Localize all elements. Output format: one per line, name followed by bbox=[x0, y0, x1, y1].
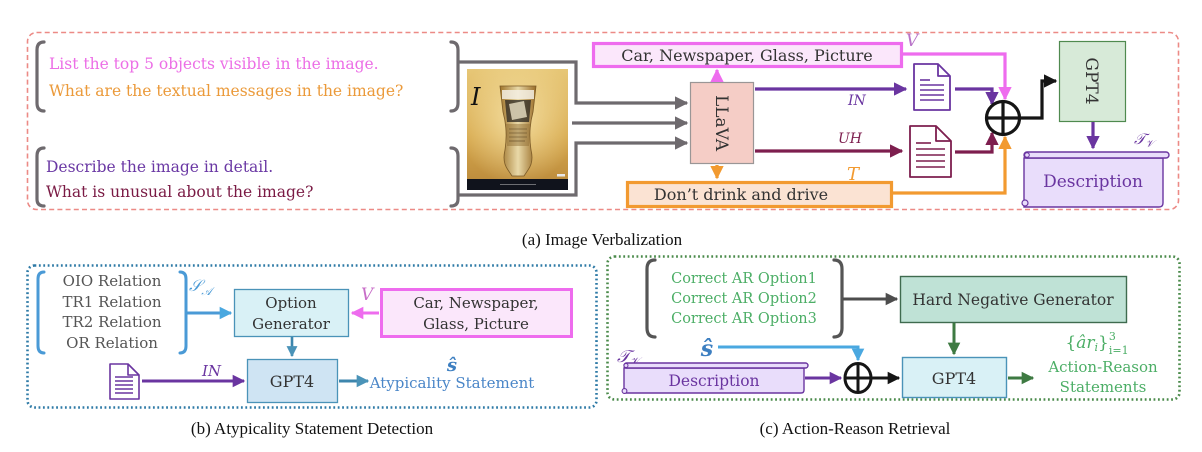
description-label: Description bbox=[668, 372, 759, 390]
gpt4-label: GPT4 bbox=[270, 372, 314, 391]
prompt-group-1: List the top 5 objects visible in the im… bbox=[35, 40, 460, 113]
objects-text-line2: Glass, Picture bbox=[423, 315, 529, 333]
description-scroll: Description 𝒯𝒱 bbox=[1021, 130, 1170, 208]
gpt4-model-box: GPT4 bbox=[1058, 40, 1127, 123]
gpt4-label: GPT4 bbox=[932, 369, 976, 388]
panel-a-border bbox=[26, 31, 1180, 211]
concatenate-icon bbox=[843, 362, 873, 394]
correct-option-item: Correct AR Option1 bbox=[671, 271, 817, 287]
objects-symbol-v: V bbox=[906, 31, 920, 51]
atypicality-symbol: ŝ bbox=[446, 355, 457, 376]
hard-negative-generator-box: Hard Negative Generator bbox=[899, 275, 1128, 324]
gpt4-model-box: GPT4 bbox=[246, 358, 339, 404]
arrow-concat-to-gpt4 bbox=[1020, 74, 1058, 120]
objects-text: Car, Newspaper, Glass, Picture bbox=[621, 46, 873, 65]
description-label: Description bbox=[1043, 172, 1143, 192]
gpt4-model-box: GPT4 bbox=[901, 356, 1008, 399]
connector-text-to-concat bbox=[893, 135, 1012, 195]
panel-b-border bbox=[26, 264, 598, 409]
right-bracket bbox=[449, 40, 460, 113]
description-scroll: Description bbox=[621, 362, 809, 394]
connector-prompts2-to-llava bbox=[458, 136, 689, 197]
caption-action-reason-retrieval: (c) Action-Reason Retrieval bbox=[760, 419, 951, 438]
prompt-unusual: What is unusual about the image? bbox=[46, 183, 313, 201]
panel-atypicality-statement-detection: OIO Relation TR1 Relation TR2 Relation O… bbox=[26, 264, 598, 409]
connector-prompts1-to-llava bbox=[458, 60, 689, 110]
correct-options-group: Correct AR Option1 Correct AR Option2 Co… bbox=[645, 258, 844, 339]
left-bracket bbox=[645, 258, 657, 339]
prompt-list-objects: List the top 5 objects visible in the im… bbox=[49, 55, 379, 73]
option-generator-label-line2: Generator bbox=[252, 315, 331, 333]
objects-text-line1: Car, Newspaper, bbox=[413, 294, 538, 312]
panel-action-reason-retrieval: Correct AR Option1 Correct AR Option2 Co… bbox=[606, 255, 1181, 401]
panel-c-border bbox=[606, 255, 1181, 401]
right-bracket bbox=[449, 146, 460, 208]
panel-image-verbalization: List the top 5 objects visible in the im… bbox=[26, 31, 1180, 211]
relation-item: OIO Relation bbox=[63, 272, 162, 290]
caption-image-verbalization: (a) Image Verbalization bbox=[522, 230, 683, 249]
connector-objects-to-concat bbox=[903, 52, 1012, 101]
gpt4-label: GPT4 bbox=[1081, 57, 1101, 104]
prompt-describe-detail: Describe the image in detail. bbox=[46, 158, 273, 176]
hard-negative-generator-label: Hard Negative Generator bbox=[912, 291, 1114, 309]
action-reason-label-line2: Statements bbox=[1060, 378, 1147, 396]
relation-item: TR1 Relation bbox=[62, 293, 161, 311]
left-bracket bbox=[35, 146, 46, 208]
correct-option-item: Correct AR Option2 bbox=[671, 291, 817, 307]
textual-message-text: Don’t drink and drive bbox=[654, 185, 828, 204]
in-label: IN bbox=[847, 93, 867, 109]
relations-symbol: 𝒮𝒜 bbox=[189, 276, 215, 298]
objects-symbol-v: V bbox=[361, 285, 375, 305]
input-image: I bbox=[465, 67, 570, 192]
right-bracket bbox=[178, 270, 188, 355]
connector-uh-doc-to-concat bbox=[955, 131, 999, 154]
option-generator-box: Option Generator bbox=[233, 288, 350, 338]
caption-atypicality-statement-detection: (b) Atypicality Statement Detection bbox=[191, 419, 434, 438]
relation-item: OR Relation bbox=[66, 334, 158, 352]
in-label: IN bbox=[201, 362, 222, 380]
objects-box: Car, Newspaper, Glass, Picture V bbox=[591, 31, 920, 69]
concatenate-icon bbox=[984, 99, 1022, 137]
relations-group: OIO Relation TR1 Relation TR2 Relation O… bbox=[36, 270, 188, 355]
connector-atypicality-to-concat bbox=[718, 345, 865, 362]
llava-model-box: LLaVA bbox=[689, 81, 755, 165]
input-image-label: I bbox=[470, 83, 481, 111]
textual-message-box: Don’t drink and drive T bbox=[625, 164, 894, 209]
action-reason-label-line1: Action-Reason bbox=[1047, 358, 1158, 376]
instruction-document-icon bbox=[913, 63, 951, 111]
atypicality-statement-label: Atypicality Statement bbox=[369, 374, 535, 392]
instruction-document-icon bbox=[109, 363, 140, 400]
option-generator-label-line1: Option bbox=[265, 294, 317, 312]
prompt-group-2: Describe the image in detail. What is un… bbox=[35, 146, 460, 208]
text-symbol-t: T bbox=[847, 164, 861, 185]
correct-option-item: Correct AR Option3 bbox=[671, 311, 817, 327]
left-bracket bbox=[35, 40, 46, 113]
relation-item: TR2 Relation bbox=[62, 313, 161, 331]
connector-in-doc-to-concat bbox=[955, 87, 999, 106]
description-symbol: 𝒯𝒱 bbox=[1134, 130, 1158, 150]
uh-label: UH bbox=[838, 131, 863, 147]
objects-box: Car, Newspaper, Glass, Picture bbox=[380, 288, 573, 338]
atypicality-symbol: ŝ bbox=[700, 336, 713, 362]
left-bracket bbox=[36, 270, 46, 355]
right-bracket bbox=[832, 258, 844, 339]
llava-label: LLaVA bbox=[711, 95, 731, 152]
prompt-textual-messages: What are the textual messages in the ima… bbox=[49, 82, 403, 100]
unusual-highlights-document-icon bbox=[909, 125, 952, 178]
